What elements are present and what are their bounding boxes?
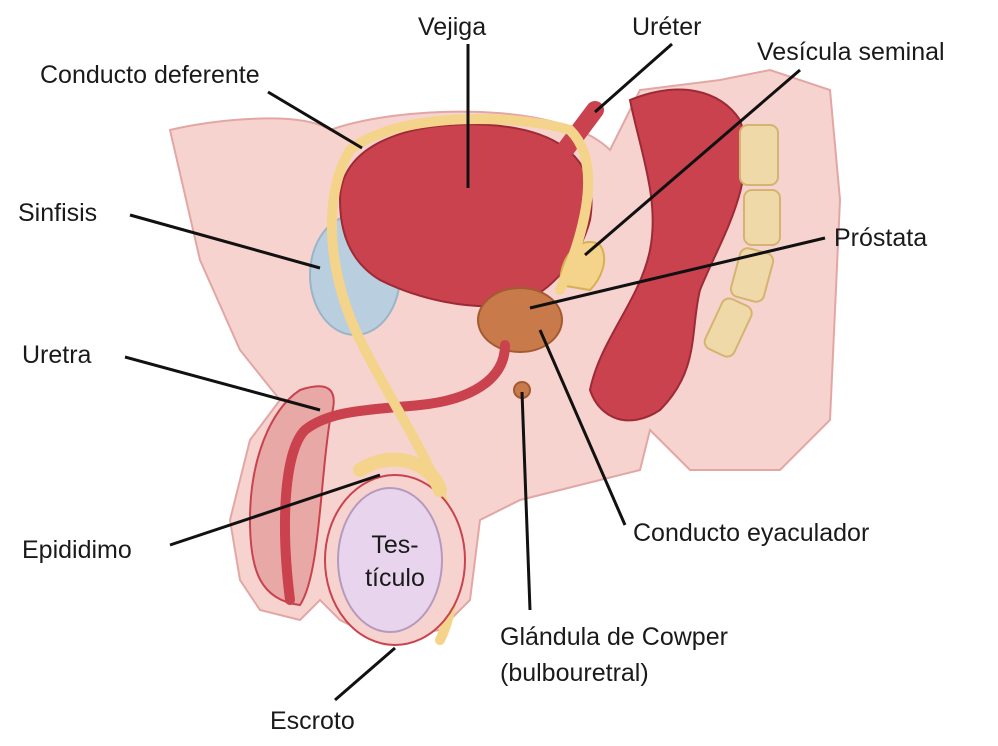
label-ureter: Uréter [632, 13, 702, 41]
label-glandula-1: Glándula de Cowper [500, 623, 728, 651]
leader-ureter [594, 42, 673, 114]
leader-glandula [520, 391, 532, 611]
label-uretra: Uretra [22, 341, 92, 369]
label-epididimo: Epididimo [22, 536, 132, 564]
leader-escroto [334, 646, 396, 702]
leader-epididimo [169, 473, 381, 547]
leader-vesicula-seminal [584, 68, 801, 257]
label-conducto-eyaculador: Conducto eyaculador [633, 519, 870, 547]
label-vesicula-seminal: Vesícula seminal [757, 38, 945, 66]
leader-conducto-deferente [267, 90, 363, 150]
leader-lines [124, 42, 826, 702]
leader-uretra [124, 355, 321, 412]
epididymis [353, 452, 447, 497]
leader-prostata [529, 236, 826, 310]
leader-conducto-eyaculador [538, 329, 627, 526]
label-testiculo-2: tículo [365, 564, 425, 592]
label-vejiga: Vejiga [418, 13, 487, 41]
label-prostata: Próstata [834, 224, 928, 252]
urethra-tube [280, 340, 510, 605]
label-glandula-2: (bulbouretral) [500, 659, 649, 687]
leader-sinfisis [129, 213, 321, 270]
label-escroto: Escroto [270, 707, 355, 735]
label-testiculo-1: Tes- [371, 531, 419, 559]
label-sinfisis: Sinfisis [18, 199, 98, 227]
prostate-gland [477, 287, 563, 353]
sacrum-bone [703, 124, 781, 358]
testis [337, 487, 443, 633]
label-conducto-deferente: Conducto deferente [40, 61, 260, 89]
